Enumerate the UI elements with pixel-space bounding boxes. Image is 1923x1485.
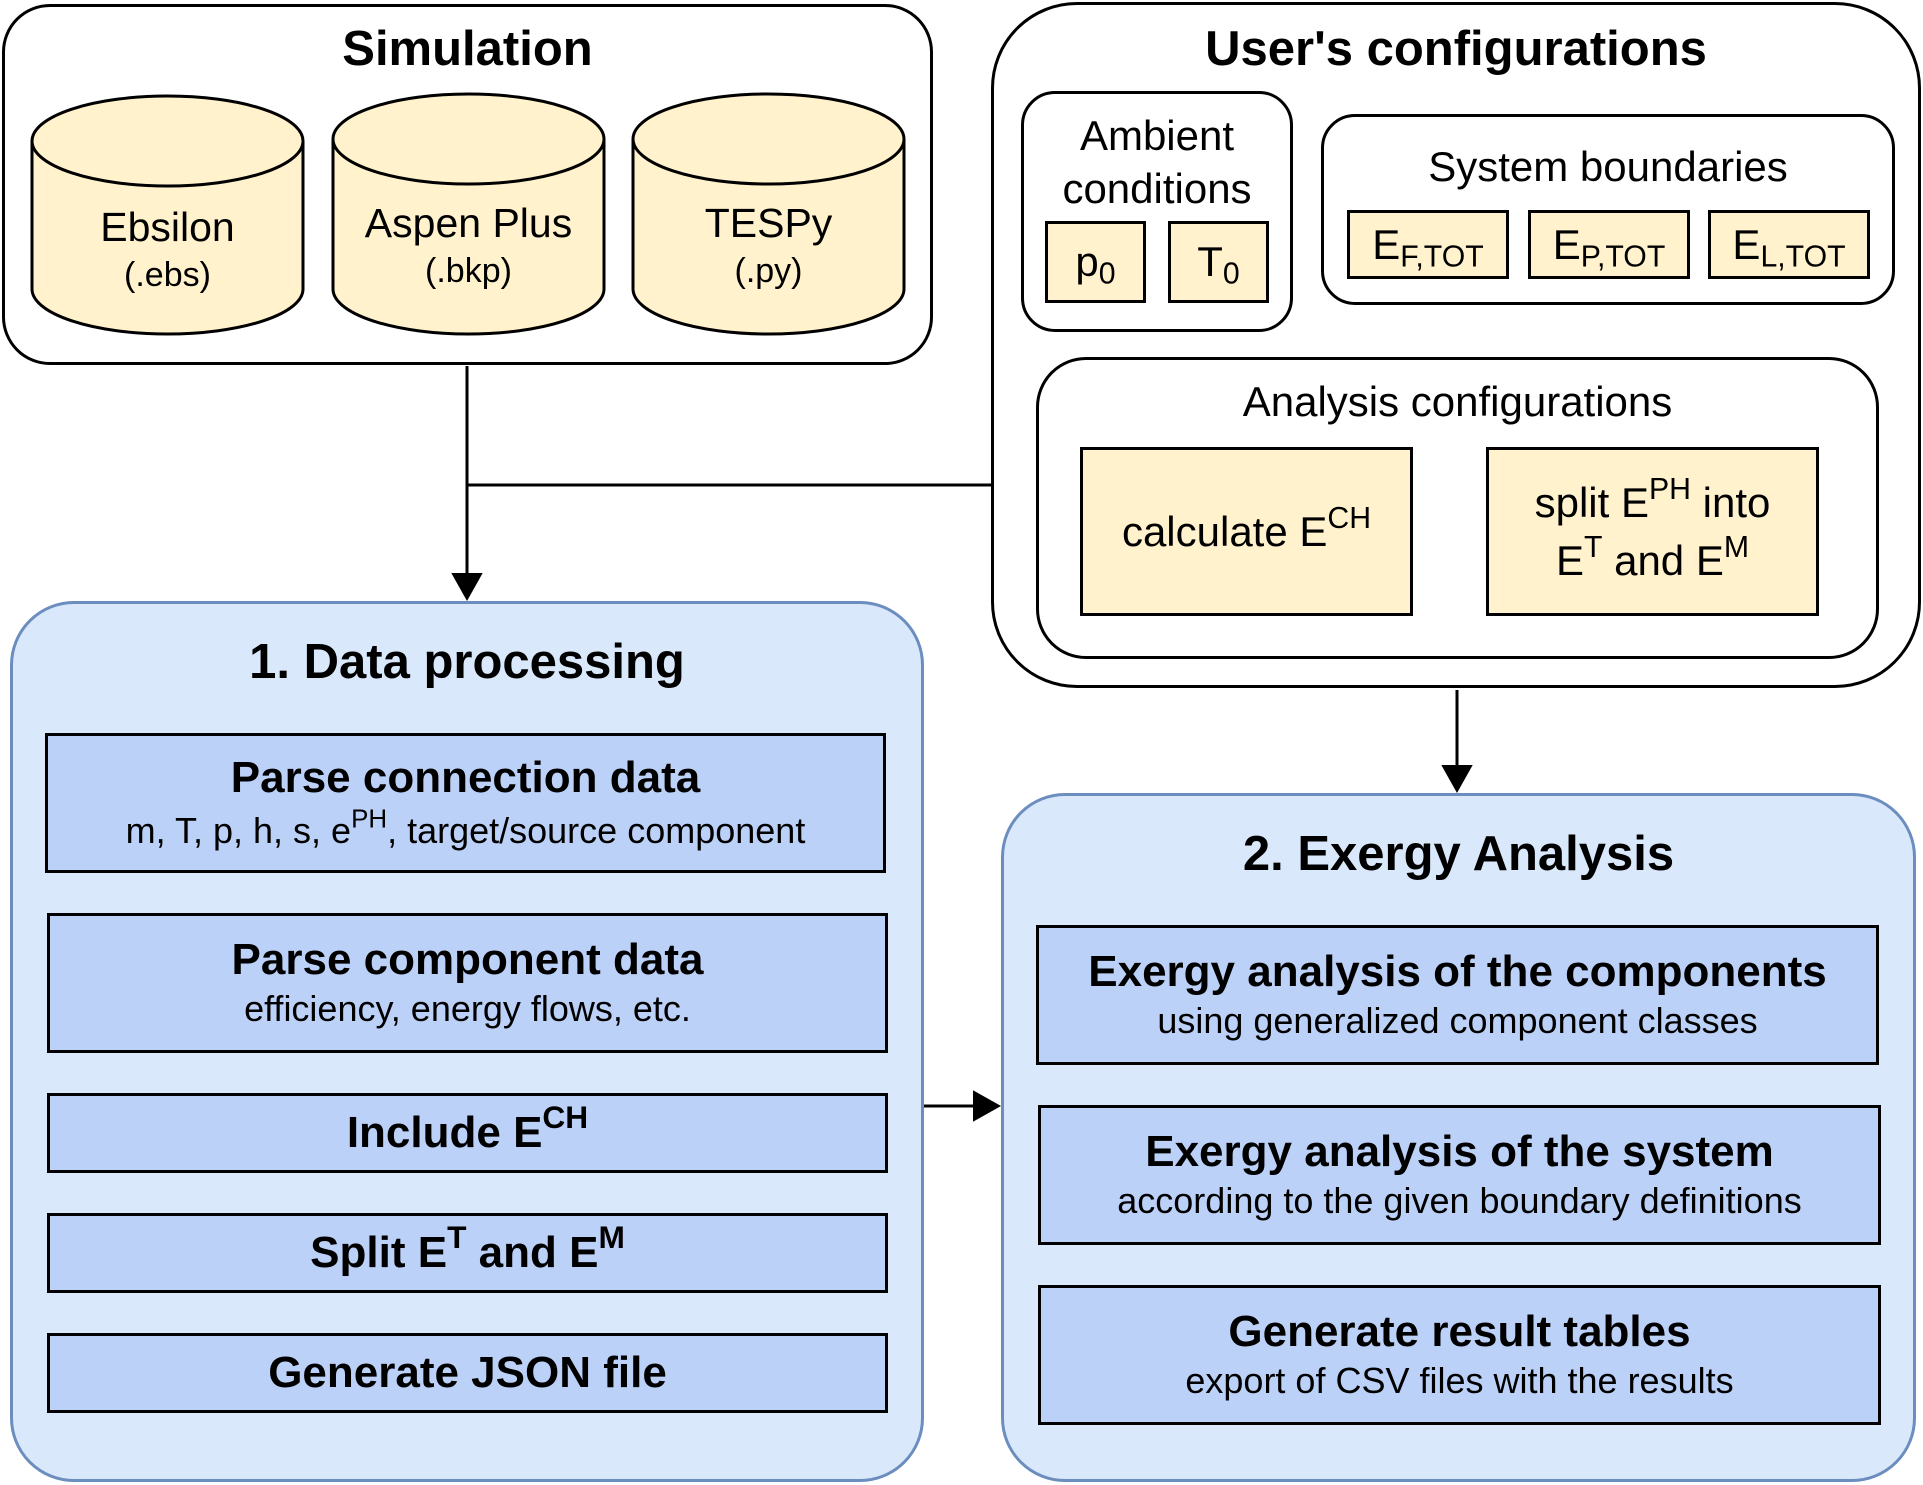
step-title: Parse connection data bbox=[230, 753, 701, 802]
analysis-title: Analysis configurations bbox=[1242, 378, 1673, 425]
cylinder-ext: (.py) bbox=[734, 252, 803, 290]
exergy-components-step: Exergy analysis of the components using … bbox=[1036, 925, 1879, 1065]
p0-box: p0 bbox=[1045, 221, 1146, 303]
cylinder-tespy: TESPy (.py) bbox=[631, 92, 906, 336]
step-subtitle: export of CSV files with the results bbox=[1185, 1360, 1734, 1401]
parse-component-data-step: Parse component data efficiency, energy … bbox=[47, 913, 888, 1053]
ambient-title-line1: Ambient bbox=[1079, 112, 1235, 159]
split-eph-box: split EPH into ET and EM bbox=[1486, 447, 1819, 616]
boundary-ep-tot: EP,TOT bbox=[1528, 210, 1690, 279]
include-ech-step: Include ECH bbox=[47, 1093, 888, 1173]
t0-label: T0 bbox=[1197, 238, 1240, 291]
database-icon bbox=[331, 92, 606, 336]
step-subtitle: m, T, p, h, s, ePH, target/source compon… bbox=[125, 805, 806, 851]
boundary-label: EF,TOT bbox=[1372, 220, 1484, 274]
arrowhead-exergy-analysis bbox=[1441, 765, 1473, 794]
database-icon bbox=[30, 94, 305, 336]
cylinder-ext: (.bkp) bbox=[425, 252, 512, 290]
exergy-analysis-title: 2. Exergy Analysis bbox=[1242, 827, 1675, 881]
t0-box: T0 bbox=[1168, 221, 1269, 303]
cylinder-aspen: Aspen Plus (.bkp) bbox=[331, 92, 606, 336]
boundary-ef-tot: EF,TOT bbox=[1347, 210, 1509, 279]
cylinder-name: Aspen Plus bbox=[364, 200, 573, 246]
step-title: Split ET and EM bbox=[310, 1219, 625, 1277]
ambient-title-line2: conditions bbox=[1062, 165, 1252, 212]
parse-connection-data-step: Parse connection data m, T, p, h, s, ePH… bbox=[45, 733, 886, 873]
step-title: Parse component data bbox=[231, 935, 704, 984]
simulation-title: Simulation bbox=[342, 22, 593, 76]
step-subtitle: according to the given boundary definiti… bbox=[1117, 1180, 1802, 1221]
arrowhead-exergy-side bbox=[973, 1090, 1002, 1122]
split-eph-line2: ET and EM bbox=[1555, 530, 1750, 584]
exergy-system-step: Exergy analysis of the system according … bbox=[1038, 1105, 1881, 1245]
cylinder-name: TESPy bbox=[704, 200, 833, 246]
split-et-em-step: Split ET and EM bbox=[47, 1213, 888, 1293]
calculate-ech-box: calculate ECH bbox=[1080, 447, 1413, 616]
boundaries-title: System boundaries bbox=[1428, 143, 1788, 190]
calculate-ech-label: calculate ECH bbox=[1121, 501, 1372, 555]
database-icon bbox=[631, 92, 906, 336]
data-processing-title: 1. Data processing bbox=[249, 635, 685, 689]
step-title: Generate JSON file bbox=[268, 1348, 667, 1397]
p0-label: p0 bbox=[1075, 238, 1116, 291]
generate-json-step: Generate JSON file bbox=[47, 1333, 888, 1413]
arrowhead-data-processing bbox=[451, 573, 483, 602]
boundary-el-tot: EL,TOT bbox=[1708, 210, 1870, 279]
boundary-label: EL,TOT bbox=[1732, 220, 1846, 274]
cylinder-name: Ebsilon bbox=[100, 204, 235, 250]
generate-result-tables-step: Generate result tables export of CSV fil… bbox=[1038, 1285, 1881, 1425]
step-title: Generate result tables bbox=[1228, 1307, 1691, 1356]
step-title: Exergy analysis of the components bbox=[1088, 947, 1827, 996]
user-config-title: User's configurations bbox=[1205, 22, 1707, 76]
boundary-label: EP,TOT bbox=[1552, 220, 1666, 274]
cylinder-ext: (.ebs) bbox=[124, 256, 211, 294]
split-eph-line1: split EPH into bbox=[1534, 472, 1771, 526]
step-subtitle: using generalized component classes bbox=[1157, 1000, 1758, 1041]
step-title: Include ECH bbox=[346, 1099, 589, 1157]
step-subtitle: efficiency, energy flows, etc. bbox=[244, 988, 691, 1029]
cylinder-ebsilon: Ebsilon (.ebs) bbox=[30, 94, 305, 336]
step-title: Exergy analysis of the system bbox=[1145, 1127, 1774, 1176]
